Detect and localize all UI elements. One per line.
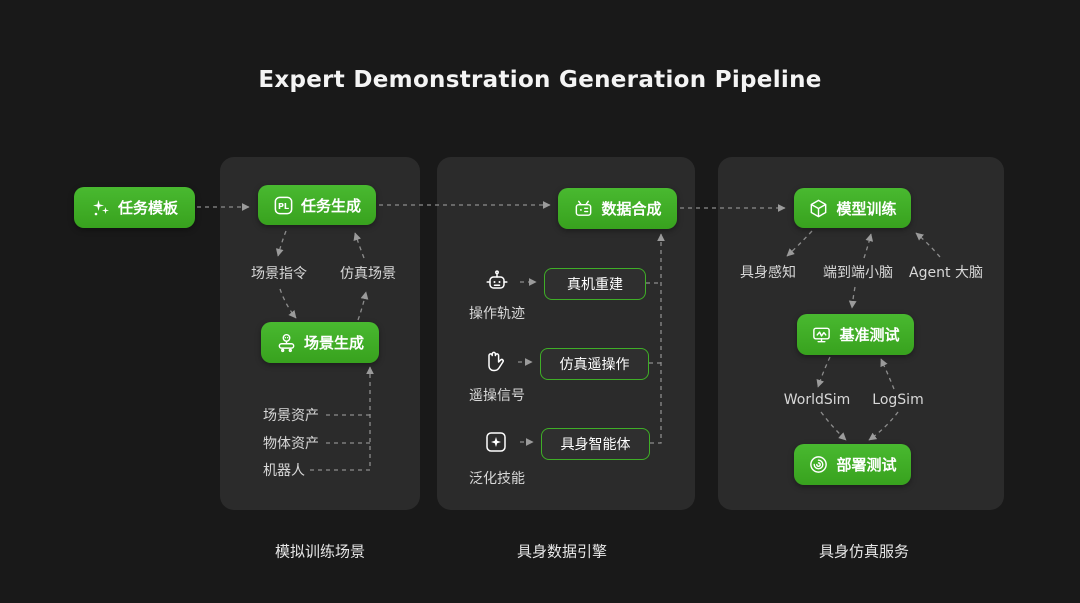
label-operation-trajectory: 操作轨迹 — [469, 306, 525, 322]
svg-text:PL: PL — [278, 200, 289, 210]
monitor-chart-icon — [811, 324, 832, 345]
label-teleoperation-signal: 遥操信号 — [469, 388, 525, 404]
label-robot: 机器人 — [263, 463, 305, 479]
spiral-icon — [808, 454, 829, 475]
cube-icon — [808, 198, 829, 219]
label-logsim: LogSim — [872, 392, 924, 408]
label-simulation-scene: 仿真场景 — [340, 266, 396, 282]
node-label: 任务生成 — [300, 196, 361, 215]
node-label: 数据合成 — [601, 200, 662, 218]
node-data-synthesis: 数据合成 — [558, 188, 677, 229]
caption-sim-training-scene: 模拟训练场景 — [274, 542, 366, 561]
label-object-assets: 物体资产 — [263, 436, 319, 452]
node-task-template: 任务模板 — [74, 187, 195, 228]
label-scene-assets: 场景资产 — [263, 408, 319, 424]
robot-builder-icon — [276, 332, 297, 353]
glove-icon — [480, 348, 508, 376]
node-real-robot-reconstruction: 真机重建 — [544, 268, 646, 300]
label-scene-instruction: 场景指令 — [251, 266, 307, 282]
node-label: 任务模板 — [117, 199, 178, 217]
node-model-training: 模型训练 — [794, 188, 911, 228]
label-end-to-end-cerebellum: 端到端小脑 — [823, 265, 893, 281]
node-label: 模型训练 — [836, 199, 897, 218]
label-generalization-skill: 泛化技能 — [469, 471, 525, 487]
node-label: 基准测试 — [839, 326, 900, 344]
node-scene-generation: 场景生成 — [261, 322, 379, 363]
node-deployment-testing: 部署测试 — [794, 444, 911, 485]
sparkle-coins-icon — [91, 198, 111, 218]
broadcast-camera-icon — [573, 198, 594, 219]
label-embodied-perception: 具身感知 — [740, 265, 796, 281]
node-simulated-teleoperation: 仿真遥操作 — [540, 348, 649, 380]
node-label: 部署测试 — [836, 456, 897, 474]
label-agent-brain: Agent 大脑 — [909, 265, 983, 281]
node-embodied-agent: 具身智能体 — [541, 428, 650, 460]
node-task-generation: PL 任务生成 — [258, 185, 376, 225]
skill-box-icon — [482, 428, 510, 456]
caption-embodied-data-engine: 具身数据引擎 — [516, 542, 608, 561]
page-title: Expert Demonstration Generation Pipeline — [258, 67, 822, 93]
label-worldsim: WorldSim — [783, 392, 851, 408]
node-label: 场景生成 — [303, 334, 364, 352]
node-benchmark-testing: 基准测试 — [797, 314, 914, 355]
robot-head-icon — [483, 268, 511, 296]
caption-embodied-sim-service: 具身仿真服务 — [818, 542, 910, 561]
pl-badge-icon: PL — [273, 195, 294, 216]
